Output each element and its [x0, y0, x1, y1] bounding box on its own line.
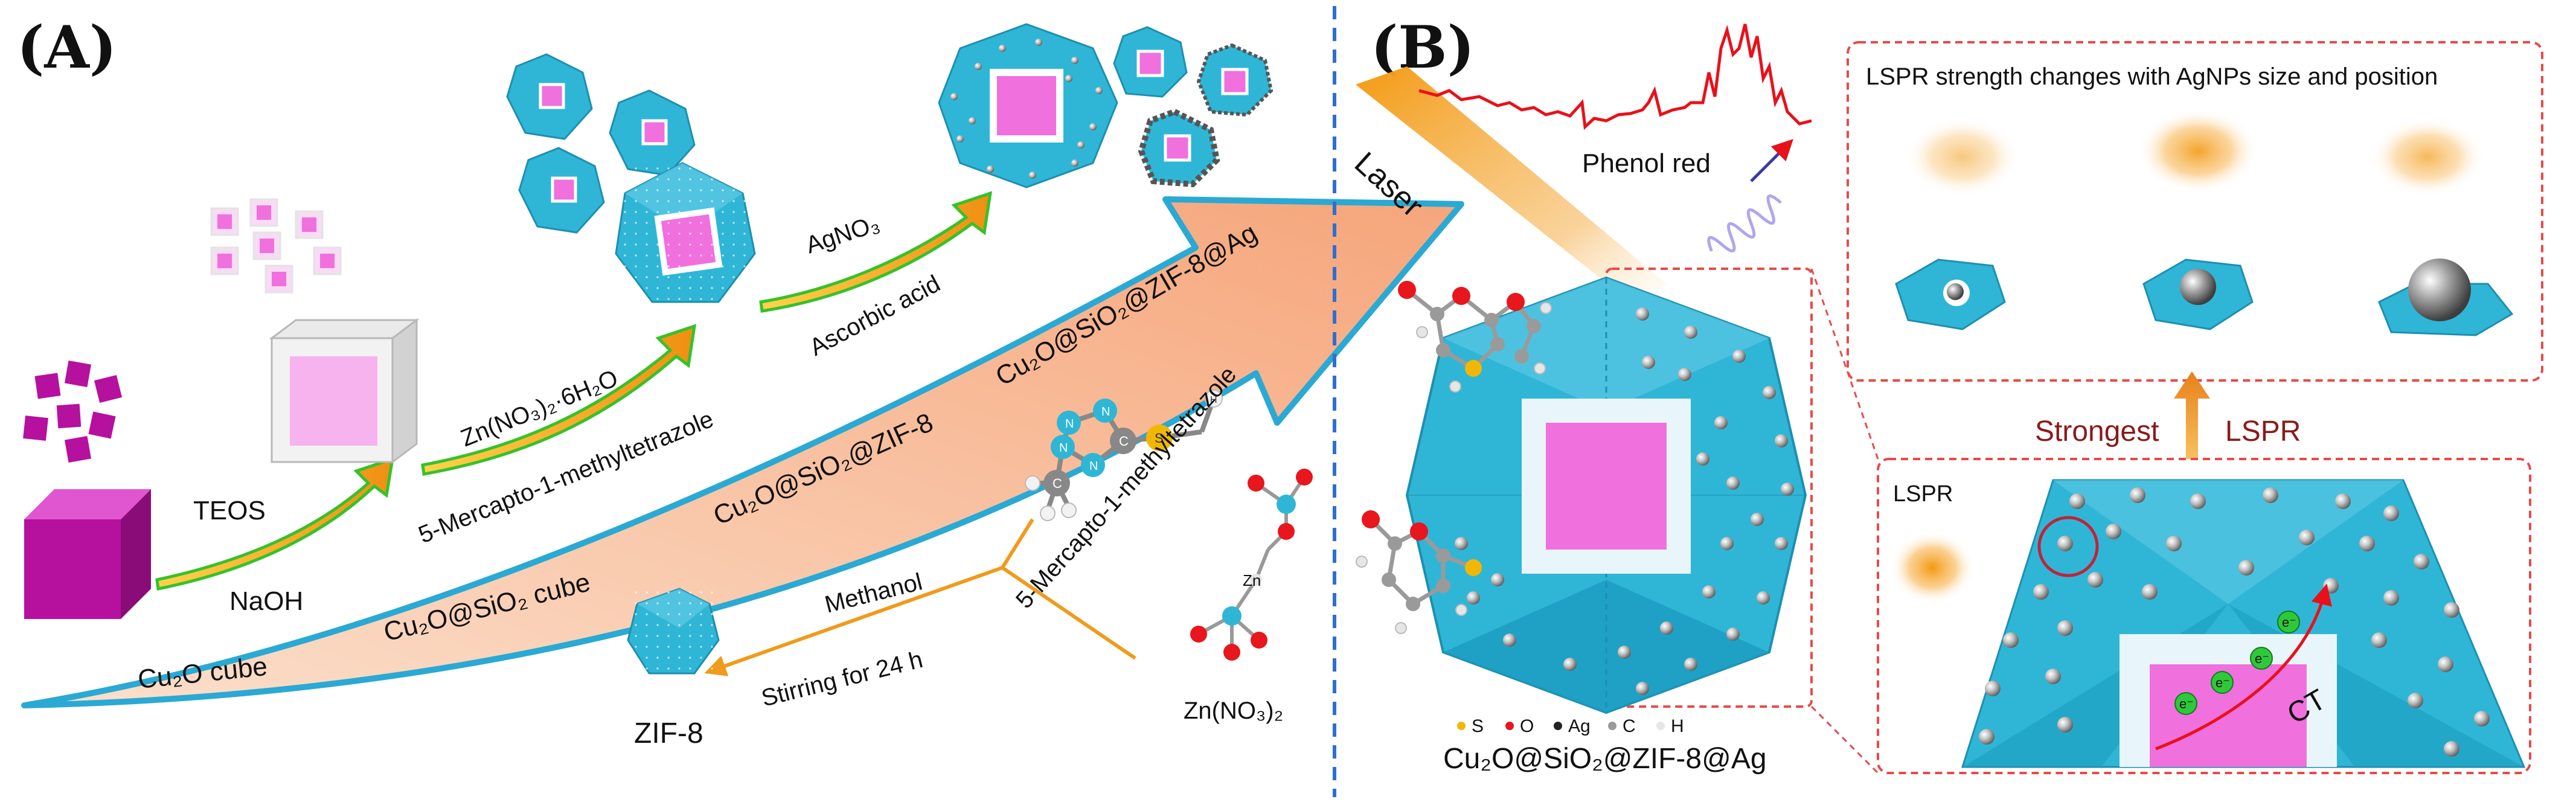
agno3-arrow	[759, 191, 993, 313]
atom-s: S	[1155, 431, 1164, 446]
small-core-shell-cubes	[210, 198, 342, 294]
legend-h: H	[1671, 716, 1684, 736]
atom-c-2: C	[1053, 476, 1062, 491]
zn-nitrate-molecule: Zn	[1190, 469, 1313, 661]
process-arrow	[21, 196, 1464, 708]
highlight-circle	[2037, 516, 2099, 577]
zoomed-surface	[1961, 479, 2526, 768]
label-stirring: Stirring for 24 h	[759, 646, 926, 712]
electrons: e⁻ e⁻ e⁻ e⁻	[2174, 611, 2300, 715]
label-ascorbic-acid: Ascorbic acid	[806, 270, 945, 361]
cu2o-sio2-zif8	[615, 162, 756, 303]
label-zif8: ZIF-8	[634, 717, 703, 749]
label-phenol-red: Phenol red	[1582, 149, 1711, 178]
zif-arrow	[421, 324, 697, 476]
legend-o: O	[1520, 716, 1534, 736]
label-lspr-small: LSPR	[1893, 481, 1953, 507]
lspr-glows	[1905, 109, 2485, 196]
label-agno3: AgNO₃	[803, 210, 883, 259]
label-methanol: Methanol	[822, 568, 925, 618]
laser-beam	[1356, 66, 1667, 302]
panel-b-label: (B)	[1371, 13, 1475, 82]
electron-4: e⁻	[2282, 615, 2296, 630]
label-lspr: LSPR	[2225, 415, 2301, 448]
panel-a-label: (A)	[17, 13, 117, 82]
small-zif8-particles	[506, 53, 696, 234]
scattered-wave	[1707, 139, 1793, 252]
zn-atom-label: Zn	[1243, 571, 1261, 589]
raman-spectrum	[1418, 24, 1812, 130]
lspr-detail-box	[1877, 458, 2531, 774]
small-cu2o-cubes	[23, 360, 123, 463]
caption-composite: Cu₂O@SiO₂@ZIF-8@Ag	[1443, 743, 1767, 775]
atom-n-2: N	[1101, 405, 1110, 419]
legend-ag: Ag	[1568, 716, 1591, 736]
lspr-platelets	[1895, 258, 2514, 336]
atom-legend: S O Ag C H	[1457, 716, 1684, 736]
connector-top	[1810, 268, 1879, 460]
small-ag-particles	[1113, 26, 1274, 188]
cu2o-sio2-zif8-ag	[938, 23, 1118, 188]
label-naoh: NaOH	[229, 586, 303, 616]
legend-dot-o	[1505, 722, 1514, 730]
connector-bottom	[1810, 705, 1879, 774]
zif8-synthesis-arrow	[704, 518, 1136, 676]
atom-n-4: N	[1059, 441, 1068, 455]
strongest-arrow	[2174, 371, 2210, 459]
charge-transfer-path	[2155, 583, 2332, 751]
legend-c: C	[1623, 716, 1636, 736]
label-strongest: Strongest	[2035, 415, 2159, 448]
composite-particle	[1405, 276, 1807, 714]
mercapto-molecule: N N N N C S H C	[1025, 390, 1223, 521]
legend-dot-ag	[1554, 722, 1562, 730]
label-teos: TEOS	[193, 496, 266, 525]
zif8-crystal	[627, 588, 720, 675]
adsorbed-molecule-top	[1398, 281, 1552, 393]
electron-3: e⁻	[2255, 651, 2269, 666]
atom-n-3: N	[1089, 460, 1098, 473]
atom-n-1: N	[1065, 417, 1074, 431]
cu2o-cube	[24, 489, 151, 619]
atom-c-1: C	[1119, 434, 1129, 449]
panel-a: (A) Cu₂O cube Cu₂O@SiO₂ cube Cu₂O@SiO₂@Z…	[17, 13, 1464, 749]
lspr-glow-detail	[1890, 531, 1975, 604]
label-zn-nitrate: Zn(NO₃)₂	[1184, 698, 1283, 724]
legend-dot-c	[1608, 722, 1616, 730]
electron-2: e⁻	[2216, 675, 2230, 690]
atom-h-1: H	[1210, 395, 1217, 405]
adsorbed-molecule-bottom	[1356, 510, 1482, 634]
legend-dot-h	[1656, 722, 1665, 730]
panel-b: (B) Laser Phenol red	[1348, 13, 2543, 775]
legend-s: S	[1472, 716, 1484, 736]
cu2o-sio2-cube	[269, 318, 420, 464]
teos-arrow	[155, 457, 395, 591]
electron-1: e⁻	[2179, 696, 2194, 711]
legend-dot-s	[1457, 722, 1466, 730]
lspr-box-title: LSPR strength changes with AgNPs size an…	[1866, 63, 2438, 90]
